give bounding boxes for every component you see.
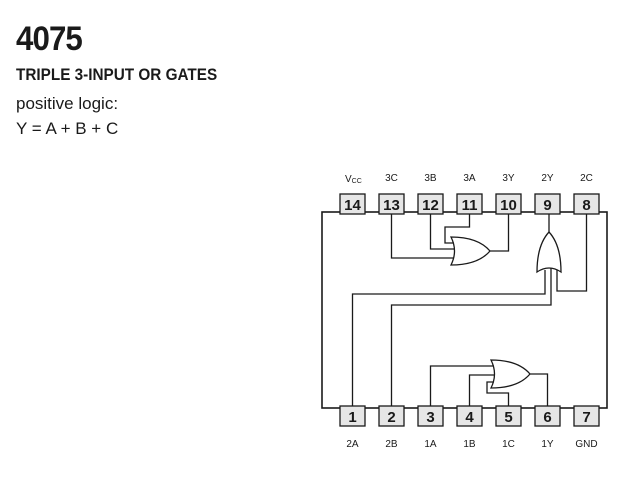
pin-14-name: VCC bbox=[345, 174, 362, 185]
pin-10-number: 10 bbox=[500, 197, 517, 214]
pin-2-number: 2 bbox=[387, 409, 395, 426]
logic-label: positive logic: bbox=[16, 94, 119, 113]
pin-3: 3 1A bbox=[417, 405, 444, 450]
pin-4-name: 1B bbox=[463, 439, 476, 450]
or-gate-2 bbox=[536, 231, 562, 274]
logic-equation: Y = A + B + C bbox=[16, 119, 119, 138]
pin-12-name: 3B bbox=[424, 173, 437, 184]
pin-13-name: 3C bbox=[385, 173, 398, 184]
pin-11-name: 3A bbox=[463, 173, 476, 184]
pin-14-number: 14 bbox=[344, 197, 361, 214]
pin-7-number: 7 bbox=[582, 409, 590, 426]
or-gate-3 bbox=[449, 236, 491, 266]
part-number: 4075 bbox=[16, 20, 83, 58]
pin-6: 6 1Y bbox=[534, 405, 561, 450]
pin-10-name: 3Y bbox=[502, 173, 515, 184]
pin-6-number: 6 bbox=[543, 409, 551, 426]
or-gate-1 bbox=[489, 359, 531, 389]
pin-10: 10 3Y bbox=[495, 173, 522, 215]
pin-5-number: 5 bbox=[504, 409, 512, 426]
pin-1-number: 1 bbox=[348, 409, 356, 426]
pin-11: 11 3A bbox=[456, 173, 483, 215]
top-pins: 14 VCC 13 3C 12 3B 11 3A 10 3Y 9 2Y bbox=[339, 173, 600, 215]
pin-8: 8 2C bbox=[573, 173, 600, 215]
pin-4: 4 1B bbox=[456, 405, 483, 450]
pin-4-number: 4 bbox=[465, 409, 474, 426]
pin-9-name: 2Y bbox=[541, 173, 554, 184]
pin-13: 13 3C bbox=[378, 173, 405, 215]
pin-7: 7 GND bbox=[573, 405, 600, 450]
pin-7-name: GND bbox=[575, 439, 597, 450]
pin-3-number: 3 bbox=[426, 409, 434, 426]
gate-1-wiring bbox=[429, 365, 549, 406]
device-description: TRIPLE 3-INPUT OR GATES bbox=[16, 65, 218, 84]
pin-8-name: 2C bbox=[580, 173, 593, 184]
gate-3-wiring bbox=[390, 214, 510, 259]
pin-11-number: 11 bbox=[462, 197, 478, 214]
pin-6-name: 1Y bbox=[541, 439, 554, 450]
pin-14: 14 VCC bbox=[339, 174, 366, 215]
pin-2-name: 2B bbox=[385, 439, 398, 450]
pin-5: 5 1C bbox=[495, 405, 522, 450]
pin-2: 2 2B bbox=[378, 405, 405, 450]
pin-13-number: 13 bbox=[383, 197, 400, 214]
gate-2-wiring bbox=[351, 214, 588, 406]
pin-3-name: 1A bbox=[424, 439, 437, 450]
pin-9-number: 9 bbox=[543, 197, 551, 214]
pin-12: 12 3B bbox=[417, 173, 444, 215]
pin-1-name: 2A bbox=[346, 439, 359, 450]
pin-8-number: 8 bbox=[582, 197, 590, 214]
pin-9: 9 2Y bbox=[534, 173, 561, 215]
pin-12-number: 12 bbox=[422, 197, 439, 214]
pin-5-name: 1C bbox=[502, 439, 515, 450]
bottom-pins: 1 2A 2 2B 3 1A 4 1B 5 1C 6 1Y bbox=[339, 405, 600, 450]
pin-1: 1 2A bbox=[339, 405, 366, 450]
